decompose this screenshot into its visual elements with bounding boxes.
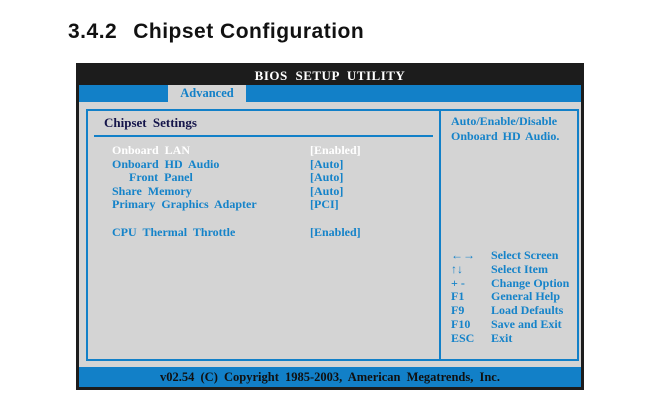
setting-value[interactable]: [Enabled] (310, 224, 361, 239)
key-action: Change Option (491, 275, 570, 290)
setting-label: Onboard HD Audio (112, 156, 220, 171)
key-legend-row-exit: ESC Exit (451, 330, 569, 346)
setting-value[interactable]: [Auto] (310, 156, 344, 171)
key-action: Exit (491, 330, 513, 345)
key-action: Select Screen (491, 248, 559, 262)
bios-setup-window: BIOS SETUP UTILITY Advanced Chipset Sett… (76, 63, 584, 390)
plus-minus-icon: + - (451, 275, 465, 290)
section-header: Chipset Settings (104, 115, 197, 130)
setting-label: Share Memory (112, 183, 192, 198)
setting-row-share-memory[interactable]: Share Memory [Auto] (88, 183, 439, 199)
setting-value[interactable]: [Auto] (310, 170, 344, 185)
setting-row-cpu-thermal-throttle[interactable]: CPU Thermal Throttle [Enabled] (88, 224, 439, 240)
section-title-text: Chipset Configuration (133, 20, 365, 43)
setting-row-primary-graphics-adapter[interactable]: Primary Graphics Adapter [PCI] (88, 198, 439, 212)
key-label: ESC (451, 330, 475, 345)
key-action: General Help (491, 289, 560, 304)
key-legend-row-load-defaults: F9 Load Defaults (451, 303, 569, 318)
setting-row-onboard-hd-audio[interactable]: Onboard HD Audio [Auto] (88, 156, 439, 172)
setting-label: Onboard LAN (112, 143, 191, 157)
item-help-text: Auto/Enable/Disable Onboard HD Audio. (451, 114, 573, 143)
list-spacer (88, 212, 439, 226)
section-number: 3.4.2 (68, 20, 118, 43)
key-legend-row-save-and-exit: F10 Save and Exit (451, 316, 569, 332)
setting-label: CPU Thermal Throttle (112, 224, 236, 239)
page-title: 3.4.2 Chipset Configuration (68, 20, 364, 44)
copyright-bar: v02.54 (C) Copyright 1985-2003, American… (79, 367, 581, 387)
key-legend-row-select-screen: ←→ Select Screen (451, 248, 569, 263)
help-line: Onboard HD Audio. (451, 128, 560, 143)
setting-value[interactable]: [PCI] (310, 197, 339, 212)
menu-tab-bar: Advanced (79, 85, 581, 102)
setting-label: Front Panel (129, 170, 193, 185)
key-label: F9 (451, 303, 465, 318)
bios-title-bar: BIOS SETUP UTILITY (79, 66, 581, 85)
key-legend-row-general-help: F1 General Help (451, 289, 569, 304)
bios-body: Chipset Settings Onboard LAN [Enabled] O… (79, 102, 581, 367)
key-legend-row-select-item: ↑↓ Select Item (451, 261, 569, 277)
settings-list: Onboard LAN [Enabled] Onboard HD Audio [… (88, 143, 439, 240)
up-down-arrows-icon: ↑↓ (451, 261, 463, 276)
key-action: Select Item (491, 261, 548, 276)
key-action: Load Defaults (491, 303, 564, 318)
settings-panel: Chipset Settings Onboard LAN [Enabled] O… (88, 111, 439, 359)
setting-value[interactable]: [Auto] (310, 183, 344, 198)
help-panel: Auto/Enable/Disable Onboard HD Audio. ←→… (439, 111, 577, 359)
left-right-arrows-icon: ←→ (451, 248, 475, 262)
section-divider (94, 135, 433, 137)
key-label: F1 (451, 289, 465, 304)
key-legend-row-change-option: + - Change Option (451, 275, 570, 291)
setting-row-onboard-lan[interactable]: Onboard LAN [Enabled] (88, 143, 439, 158)
setting-row-front-panel[interactable]: Front Panel [Auto] (88, 170, 439, 185)
help-line: Auto/Enable/Disable (451, 114, 558, 128)
key-label: F10 (451, 316, 471, 331)
key-legend: ←→ Select Screen ↑↓ Select Item + - Change … (451, 248, 570, 346)
content-box: Chipset Settings Onboard LAN [Enabled] O… (86, 109, 579, 361)
setting-value[interactable]: [Enabled] (310, 143, 361, 157)
tab-advanced[interactable]: Advanced (168, 85, 246, 102)
setting-label: Primary Graphics Adapter (112, 197, 257, 212)
key-action: Save and Exit (491, 316, 562, 331)
